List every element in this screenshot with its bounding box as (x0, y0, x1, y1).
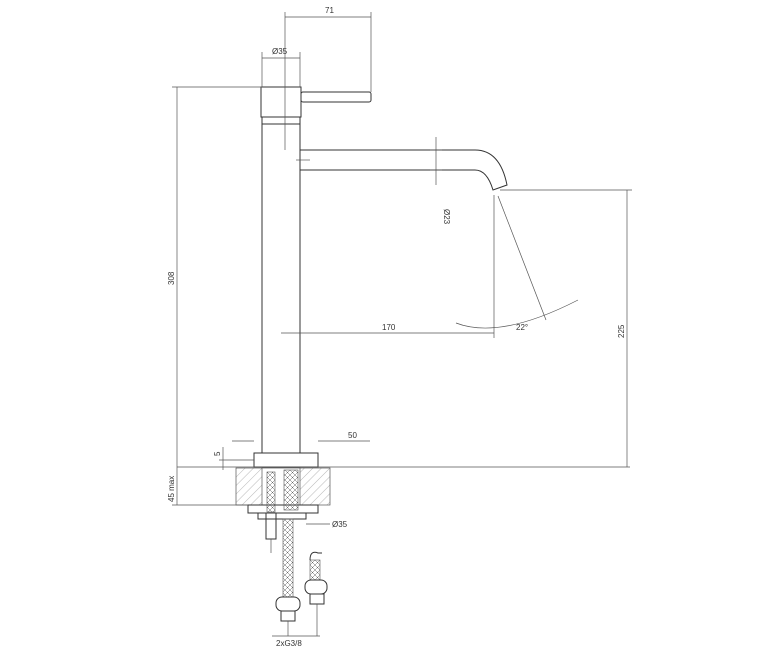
lever-handle (300, 91, 372, 103)
hose-right (309, 559, 321, 581)
hose-left (282, 518, 294, 598)
hose-nut-left (275, 596, 301, 612)
dimension-lines (172, 12, 632, 637)
dimension-labels: 71 Ø35 308 Ø23 170 22° 225 50 5 45 max Ø… (167, 6, 626, 648)
faucet-body (253, 86, 508, 468)
dim-spout-reach: 170 (382, 323, 396, 332)
dim-base-diameter-bottom: Ø35 (332, 520, 348, 529)
hose-nut-right (304, 579, 328, 595)
spout (300, 149, 508, 191)
dim-deck-thickness: 45 max (167, 476, 176, 502)
dim-washer-thickness: 5 (213, 451, 222, 456)
dim-hose-connection: 2xG3/8 (276, 639, 302, 648)
mounting-hardware (265, 469, 299, 553)
dim-spout-angle: 22° (516, 323, 528, 332)
dim-spout-pipe-diameter: Ø23 (442, 209, 451, 225)
dim-lever-reach: 71 (325, 6, 334, 15)
dim-total-height: 308 (167, 271, 176, 285)
counter-deck (177, 466, 630, 520)
supply-hoses (275, 518, 328, 622)
dim-top-diameter: Ø35 (272, 47, 288, 56)
base-plate (253, 452, 319, 468)
dim-spout-outlet-height: 225 (617, 324, 626, 338)
dim-base-diameter-top: 50 (348, 431, 357, 440)
handle-cap (260, 86, 302, 118)
faucet-column (261, 116, 301, 454)
